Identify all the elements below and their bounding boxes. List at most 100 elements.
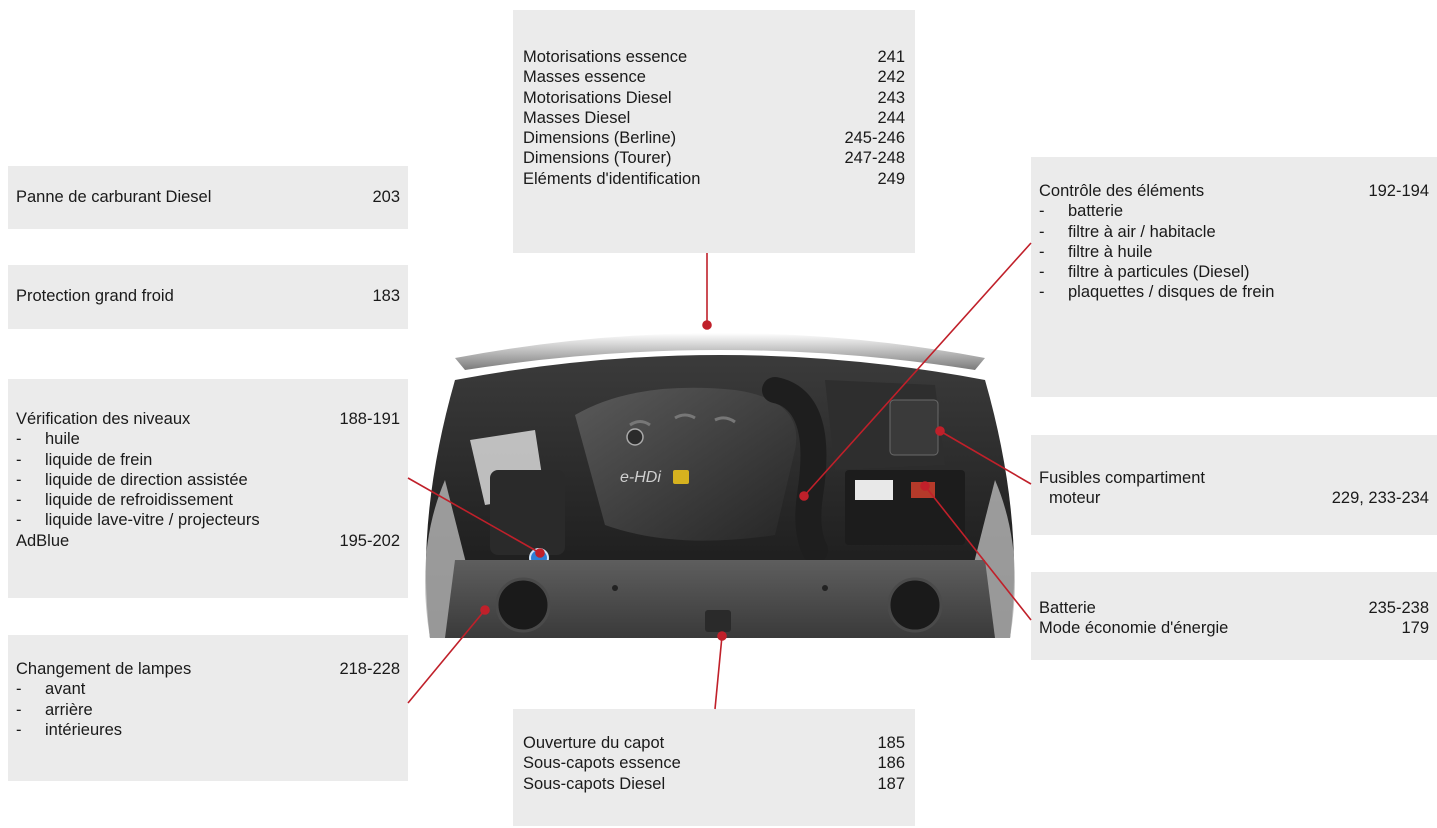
index-label: Panne de carburant Diesel xyxy=(16,188,212,206)
page-number: 229, 233-234 xyxy=(1331,489,1429,508)
callout-capot: Ouverture du capot 185 Sous-capots essenc… xyxy=(513,709,915,826)
index-row: Panne de carburant Diesel 203 xyxy=(16,187,400,207)
page-number: 244 xyxy=(877,108,905,127)
list-item: -huile xyxy=(16,429,400,449)
page-number: 247-248 xyxy=(844,149,905,168)
fuse-box xyxy=(889,399,939,456)
list-item-label: plaquettes / disques de frein xyxy=(1068,283,1275,302)
index-row: Dimensions (Tourer) 247-248 xyxy=(523,148,905,168)
callout-controle-elements: Contrôle des éléments 192-194 -batterie … xyxy=(1031,157,1437,397)
index-label: Protection grand froid xyxy=(16,287,174,305)
index-row: Masses Diesel 244 xyxy=(523,108,905,128)
list-item: - avant xyxy=(16,679,400,699)
index-label: moteur xyxy=(1049,489,1101,508)
index-row: moteur 229, 233-234 xyxy=(1039,488,1429,508)
list-dash: - xyxy=(1039,242,1045,261)
front-crossmember xyxy=(445,560,995,638)
callout-changement-lampes: Changement de lampes 218-228 - avant - arr… xyxy=(8,635,408,781)
index-row: Sous-capots essence 186 xyxy=(523,753,905,773)
leader-line-capot xyxy=(714,635,723,710)
callout-verification-niveaux: Vérification des niveaux 188-191 -huile … xyxy=(8,379,408,598)
list-dash: - xyxy=(16,450,22,469)
list-item: - batterie xyxy=(1039,201,1429,221)
list-item: - plaquettes / disques de frein xyxy=(1039,282,1429,302)
index-label: AdBlue xyxy=(16,531,70,550)
list-item-label: liquide de direction assistée xyxy=(45,470,248,489)
callout-fusibles-compartiment: Fusibles compartiment moteur 229, 233-23… xyxy=(1031,435,1437,535)
index-row: Sous-capots Diesel 187 xyxy=(523,774,905,794)
index-label: Dimensions (Berline) xyxy=(523,129,677,148)
index-row: Motorisations essence 241 xyxy=(523,47,905,67)
engine-cover-ribs xyxy=(629,413,736,427)
washer-tank xyxy=(490,470,565,555)
index-label: Ouverture du capot xyxy=(523,734,665,752)
list-item-label: liquide lave-vitre / projecteurs xyxy=(45,511,260,530)
callout-panne-carburant: Panne de carburant Diesel 203 xyxy=(8,166,408,229)
list-item-label: filtre à particules (Diesel) xyxy=(1068,263,1250,282)
index-label: Batterie xyxy=(1039,599,1096,617)
list-dash: - xyxy=(16,511,22,530)
page-number: 242 xyxy=(877,68,905,87)
left-horn xyxy=(495,577,551,633)
list-item: - filtre à huile xyxy=(1039,242,1429,262)
index-row: Changement de lampes 218-228 xyxy=(16,659,400,679)
index-label: Masses Diesel xyxy=(523,108,631,127)
index-label: Changement de lampes xyxy=(16,660,192,678)
list-item: - arrière xyxy=(16,700,400,720)
hood-latch xyxy=(705,610,731,632)
index-row: Ouverture du capot 185 xyxy=(523,733,905,753)
page-number: 187 xyxy=(877,774,905,793)
index-label: Dimensions (Tourer) xyxy=(523,149,672,168)
list-dash: - xyxy=(16,700,22,719)
callout-grand-froid: Protection grand froid 183 xyxy=(8,265,408,329)
list-dash: - xyxy=(1039,263,1045,282)
page-number: 192-194 xyxy=(1368,182,1429,200)
list-dash: - xyxy=(16,680,22,699)
list-item-label: intérieures xyxy=(45,720,123,739)
page-number: 245-246 xyxy=(844,129,905,148)
page-number: 186 xyxy=(877,754,905,773)
list-item: - liquide lave-vitre / projecteurs xyxy=(16,510,400,530)
page-number: 185 xyxy=(877,734,905,752)
battery-label xyxy=(855,480,893,500)
list-item-label: batterie xyxy=(1068,202,1124,221)
list-item: -liquide de refroidissement xyxy=(16,490,400,510)
page-number: 235-238 xyxy=(1368,599,1429,617)
index-label: Contrôle des éléments xyxy=(1039,182,1205,200)
index-label: Motorisations essence xyxy=(523,48,688,66)
page-number: 243 xyxy=(877,88,905,107)
list-item-label: filtre à air / habitacle xyxy=(1068,222,1216,241)
list-dash: - xyxy=(1039,202,1045,221)
list-item-label: filtre à huile xyxy=(1068,242,1153,261)
index-label: Eléments d'identification xyxy=(523,169,701,188)
list-dash: - xyxy=(1039,283,1045,302)
crossmember-bolt xyxy=(612,585,618,591)
page-number: 183 xyxy=(372,287,400,305)
list-item-label: arrière xyxy=(45,700,93,719)
page-number: 241 xyxy=(877,48,905,66)
index-label: Sous-capots essence xyxy=(523,754,681,773)
index-row: Vérification des niveaux 188-191 xyxy=(16,409,400,429)
index-label: Mode économie d'énergie xyxy=(1039,619,1229,638)
list-item: -liquide de frein xyxy=(16,450,400,470)
index-label: Sous-capots Diesel xyxy=(523,774,666,793)
index-row: Contrôle des éléments 192-194 xyxy=(1039,181,1429,201)
index-label: Fusibles compartiment xyxy=(1039,469,1205,487)
list-item-label: huile xyxy=(45,430,80,449)
engine-cover xyxy=(575,387,797,541)
list-item: -filtre à air / habitacle xyxy=(1039,222,1429,242)
index-row: Protection grand froid 183 xyxy=(16,286,400,306)
page-number: 203 xyxy=(372,188,400,206)
battery-terminal-icon xyxy=(911,482,935,498)
page-number: 195-202 xyxy=(339,531,400,550)
right-horn xyxy=(887,577,943,633)
list-item-label: liquide de refroidissement xyxy=(45,491,234,510)
list-item: - intérieures xyxy=(16,720,400,740)
index-row: AdBlue 195-202 xyxy=(16,531,400,551)
list-dash: - xyxy=(16,720,22,739)
list-item-label: avant xyxy=(45,680,86,699)
